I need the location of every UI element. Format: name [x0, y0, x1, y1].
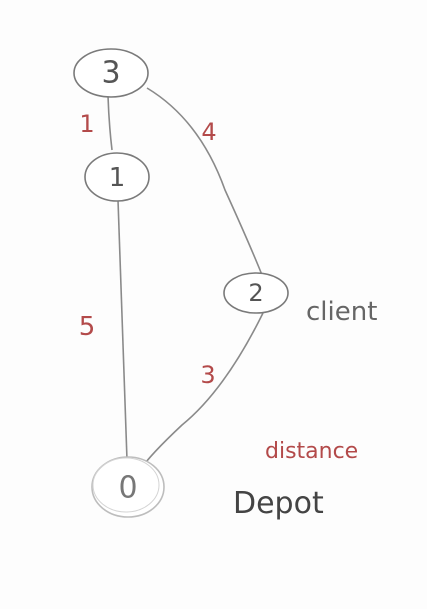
- node-3: 3: [73, 48, 149, 98]
- edge-1-0: [117, 199, 128, 461]
- node-1: 1: [84, 152, 150, 202]
- edge-3-2: [146, 87, 263, 276]
- node-0: 0: [91, 456, 165, 518]
- distance-annotation: distance: [265, 439, 358, 464]
- node-2: 2: [223, 272, 289, 314]
- edge-3-2-label: 4: [201, 118, 216, 146]
- node-2-label: 2: [248, 279, 263, 307]
- edge-2-0: [139, 312, 264, 471]
- node-0-label: 0: [118, 471, 137, 506]
- edge-1-0-label: 5: [79, 312, 96, 342]
- depot-annotation: Depot: [233, 486, 324, 521]
- node-3-label: 3: [101, 56, 120, 91]
- edge-3-1: [107, 95, 113, 151]
- edge-3-1-label: 1: [79, 110, 94, 138]
- edge-2-0-label: 3: [200, 361, 215, 389]
- client-annotation: client: [306, 297, 377, 327]
- node-1-label: 1: [109, 163, 126, 193]
